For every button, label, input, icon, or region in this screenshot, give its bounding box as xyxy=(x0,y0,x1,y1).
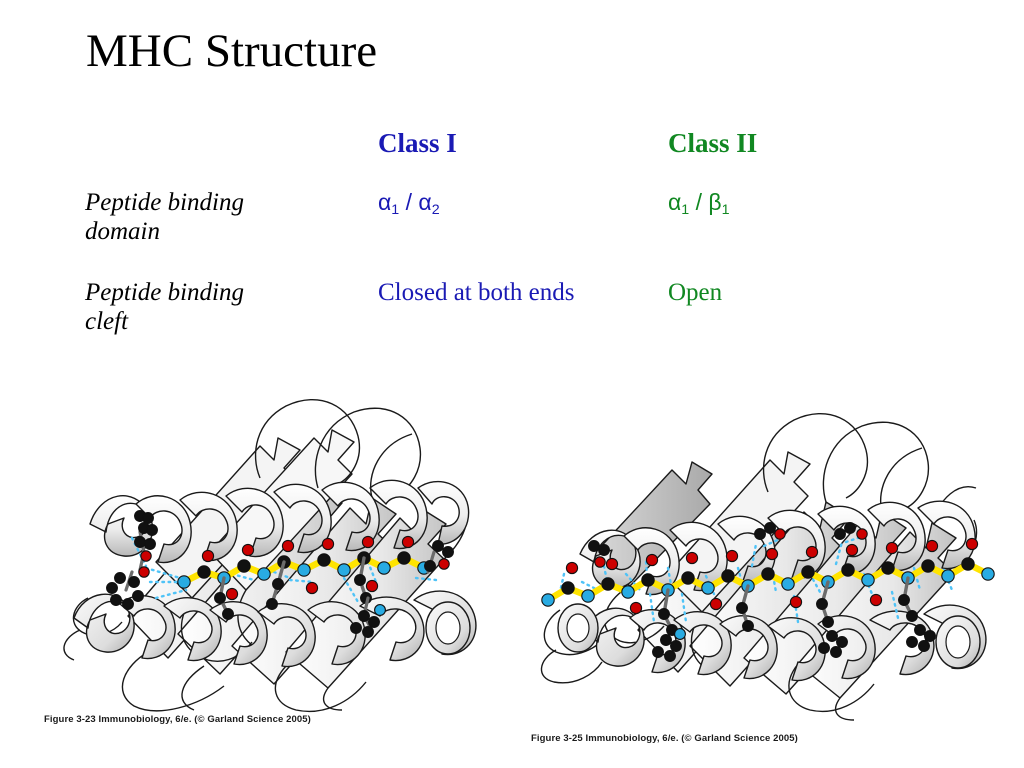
page-title: MHC Structure xyxy=(86,25,378,77)
column-header-class-ii: Class II xyxy=(668,128,758,158)
figure-caption-class-i: Figure 3-23 Immunobiology, 6/e. (© Garla… xyxy=(44,714,311,725)
row-label-line-1: Peptide binding xyxy=(85,189,244,216)
row-label-line-2: cleft xyxy=(85,308,129,335)
figure-class-ii-structure: Figure 3-25 Immunobiology, 6/e. (© Garla… xyxy=(520,378,1012,744)
column-header-class-i: Class I xyxy=(378,128,457,158)
pocket-side-chains xyxy=(106,510,454,638)
row-label-line-1: Peptide binding xyxy=(85,279,244,306)
class-i-ribbon-diagram xyxy=(63,398,477,713)
cell-class-ii-binding-cleft: Open xyxy=(668,279,723,306)
figure-caption-class-ii: Figure 3-25 Immunobiology, 6/e. (© Garla… xyxy=(531,733,798,744)
figure-class-i-structure: Figure 3-23 Immunobiology, 6/e. (© Garla… xyxy=(28,366,498,725)
row-label-line-2: domain xyxy=(85,218,160,245)
row-label-peptide-binding-domain: Peptide binding domain xyxy=(85,188,365,246)
bound-peptide xyxy=(541,537,995,636)
cell-class-ii-binding-domain: α1 / β1 xyxy=(668,189,730,219)
pocket-side-chains xyxy=(588,522,936,662)
alpha-helix-top xyxy=(89,479,470,564)
cell-class-i-binding-domain: α1 / α2 xyxy=(378,189,440,219)
row-label-peptide-binding-cleft: Peptide binding cleft xyxy=(85,278,365,336)
cell-class-i-binding-cleft: Closed at both ends xyxy=(378,279,575,306)
class-ii-ribbon-diagram xyxy=(540,412,995,721)
